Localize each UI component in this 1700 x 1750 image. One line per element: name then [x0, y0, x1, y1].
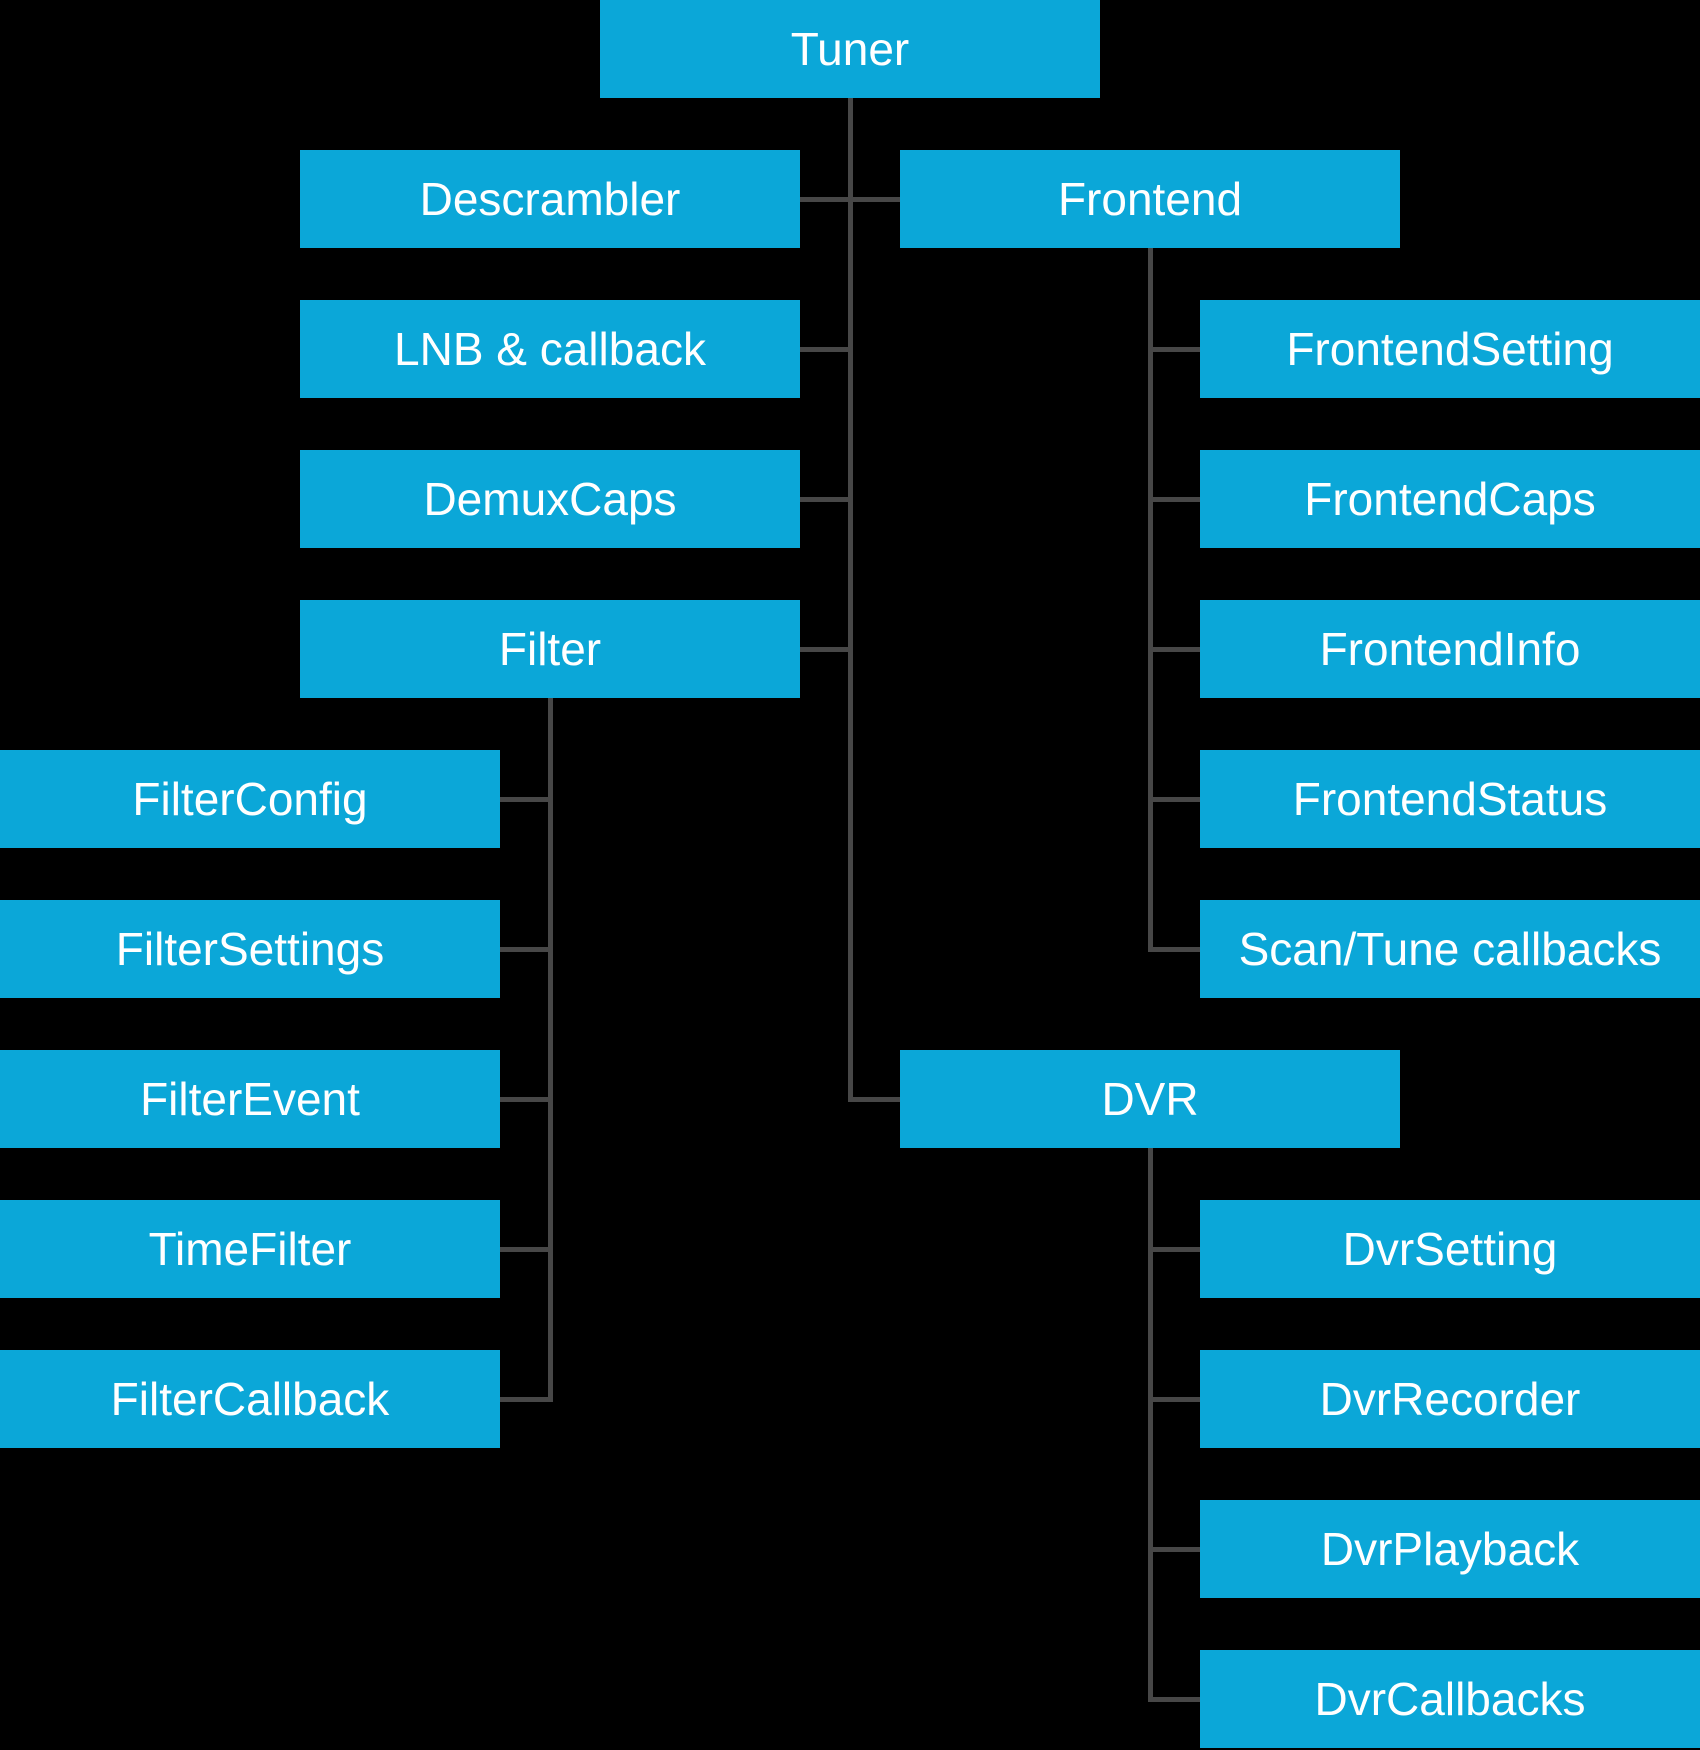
node-label-filter-callback: FilterCallback	[110, 1373, 390, 1425]
node-label-descrambler: Descrambler	[419, 173, 681, 225]
node-label-filter-event: FilterEvent	[140, 1073, 360, 1125]
connector-line	[1147, 1696, 1200, 1702]
connector-line	[1147, 496, 1200, 502]
node-filter-config: FilterConfig	[0, 750, 500, 848]
connector-line	[500, 1096, 553, 1102]
connector-line	[1147, 1246, 1200, 1252]
node-label-tuner: Tuner	[790, 23, 910, 75]
connector-line	[800, 496, 853, 502]
connector-line	[1147, 346, 1200, 352]
connector-line	[800, 346, 853, 352]
node-dvr-setting: DvrSetting	[1200, 1200, 1700, 1298]
node-label-time-filter: TimeFilter	[148, 1223, 352, 1275]
node-filter-event: FilterEvent	[0, 1050, 500, 1148]
node-label-demux-caps: DemuxCaps	[423, 473, 677, 525]
connector-line	[1147, 646, 1200, 652]
node-dvr-callbacks: DvrCallbacks	[1200, 1650, 1700, 1748]
connector-line	[847, 98, 853, 1102]
connector-line	[1147, 1148, 1153, 1702]
node-label-scan-tune-callbacks: Scan/Tune callbacks	[1238, 923, 1662, 975]
node-descrambler: Descrambler	[300, 150, 800, 248]
connector-line	[800, 196, 853, 202]
node-label-frontend-setting: FrontendSetting	[1286, 323, 1614, 375]
connector-line	[1147, 946, 1200, 952]
node-label-filter: Filter	[498, 623, 602, 675]
connector-line	[1147, 1396, 1200, 1402]
node-time-filter: TimeFilter	[0, 1200, 500, 1298]
node-label-dvr: DVR	[1101, 1073, 1199, 1125]
node-label-dvr-setting: DvrSetting	[1342, 1223, 1558, 1275]
node-demux-caps: DemuxCaps	[300, 450, 800, 548]
connector-line	[547, 698, 553, 1402]
node-label-filter-settings: FilterSettings	[115, 923, 385, 975]
connector-line	[1147, 248, 1153, 952]
connector-line	[1147, 1546, 1200, 1552]
node-label-dvr-recorder: DvrRecorder	[1319, 1373, 1581, 1425]
node-filter-settings: FilterSettings	[0, 900, 500, 998]
connector-line	[500, 1246, 553, 1252]
node-frontend: Frontend	[900, 150, 1400, 248]
node-dvr-playback: DvrPlayback	[1200, 1500, 1700, 1598]
node-label-frontend-status: FrontendStatus	[1292, 773, 1608, 825]
connector-line	[847, 1096, 900, 1102]
node-dvr-recorder: DvrRecorder	[1200, 1350, 1700, 1448]
connector-line	[847, 196, 900, 202]
connector-line	[500, 946, 553, 952]
node-label-lnb-callback: LNB & callback	[394, 323, 706, 375]
connector-line	[500, 1396, 553, 1402]
node-frontend-info: FrontendInfo	[1200, 600, 1700, 698]
connector-line	[500, 796, 553, 802]
node-frontend-setting: FrontendSetting	[1200, 300, 1700, 398]
node-tuner: Tuner	[600, 0, 1100, 98]
node-label-frontend-caps: FrontendCaps	[1304, 473, 1596, 525]
node-label-frontend-info: FrontendInfo	[1319, 623, 1581, 675]
node-label-dvr-playback: DvrPlayback	[1320, 1523, 1580, 1575]
node-filter: Filter	[300, 600, 800, 698]
node-dvr: DVR	[900, 1050, 1400, 1148]
node-frontend-status: FrontendStatus	[1200, 750, 1700, 848]
node-label-dvr-callbacks: DvrCallbacks	[1314, 1673, 1586, 1725]
node-label-frontend: Frontend	[1057, 173, 1243, 225]
node-frontend-caps: FrontendCaps	[1200, 450, 1700, 548]
connector-line	[800, 646, 853, 652]
node-label-filter-config: FilterConfig	[132, 773, 368, 825]
node-filter-callback: FilterCallback	[0, 1350, 500, 1448]
node-lnb-callback: LNB & callback	[300, 300, 800, 398]
node-scan-tune-callbacks: Scan/Tune callbacks	[1200, 900, 1700, 998]
connector-line	[1147, 796, 1200, 802]
